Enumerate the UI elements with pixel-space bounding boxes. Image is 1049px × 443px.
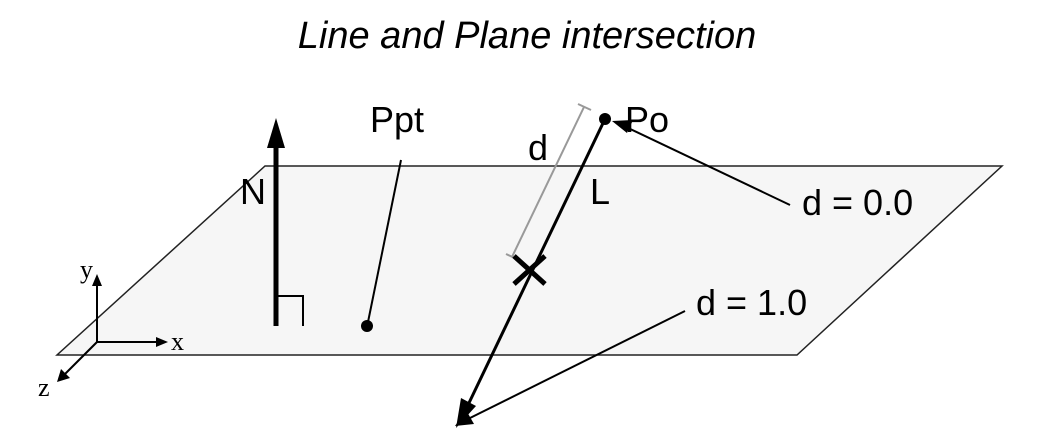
- distance-dimension-line: [511, 106, 585, 258]
- z-axis-label: z: [38, 373, 50, 402]
- d-one-leader: [469, 310, 686, 419]
- line-label: L: [590, 171, 610, 212]
- d-one-label: d = 1.0: [696, 282, 807, 323]
- line-origin-label: Po: [625, 99, 669, 140]
- plane: [55, 165, 1004, 356]
- diagram-title: Line and Plane intersection: [298, 15, 756, 57]
- x-axis-arrowhead: [156, 337, 168, 347]
- z-axis-arrowhead: [57, 369, 70, 382]
- z-axis: [62, 341, 98, 377]
- plane-point-leader: [367, 159, 402, 323]
- normal-label: N: [240, 171, 266, 212]
- plane-point-label: Ppt: [370, 99, 424, 140]
- distance-tick-top: [577, 103, 592, 111]
- plane-point-dot: [361, 320, 373, 332]
- d-zero-arrowhead: [612, 120, 633, 133]
- distance-label: d: [528, 127, 548, 168]
- intersection-mark-b: [512, 254, 547, 286]
- y-axis-label: y: [80, 255, 93, 284]
- right-angle-mark: [278, 295, 304, 326]
- d-one-arrowhead: [455, 410, 474, 426]
- x-axis-label: x: [171, 327, 184, 356]
- d-zero-leader: [625, 126, 791, 206]
- line-origin-dot: [599, 113, 611, 125]
- d-zero-label: d = 0.0: [802, 182, 913, 223]
- normal-arrowhead: [267, 118, 285, 148]
- y-axis-arrowhead: [92, 274, 102, 286]
